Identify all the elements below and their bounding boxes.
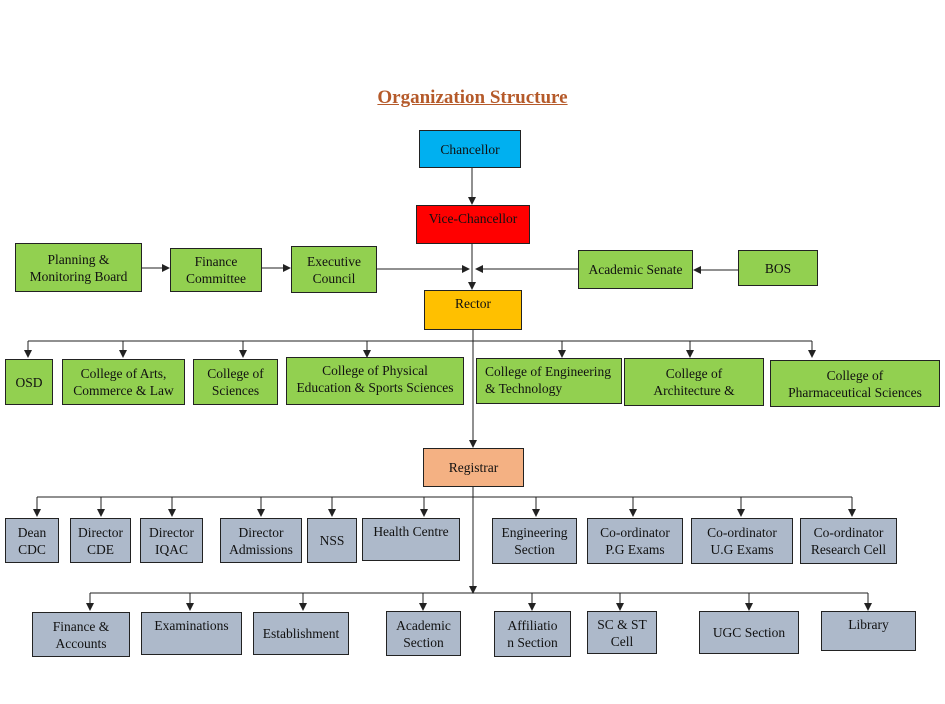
college-architecture-box: College of Architecture &: [624, 358, 764, 406]
coordinator-research-cell-box: Co-ordinator Research Cell: [800, 518, 897, 564]
engineering-section-box: Engineering Section: [492, 518, 577, 564]
vice-chancellor-box: Vice-Chancellor: [416, 205, 530, 244]
director-admissions-box: Director Admissions: [220, 518, 302, 563]
college-sciences-box: College of Sciences: [193, 359, 278, 405]
finance-committee-box: Finance Committee: [170, 248, 262, 292]
chancellor-box: Chancellor: [419, 130, 521, 168]
finance-accounts-box: Finance & Accounts: [32, 612, 130, 657]
college-engineering-box: College of Engineering & Technology: [476, 358, 622, 404]
rector-box: Rector: [424, 290, 522, 330]
osd-box: OSD: [5, 359, 53, 405]
chart-title: Organization Structure: [377, 87, 568, 108]
college-arts-box: College of Arts, Commerce & Law: [62, 359, 185, 405]
coordinator-pg-exams-box: Co-ordinator P.G Exams: [587, 518, 683, 564]
executive-council-box: Executive Council: [291, 246, 377, 293]
library-box: Library: [821, 611, 916, 651]
registrar-box: Registrar: [423, 448, 524, 487]
examinations-box: Examinations: [141, 612, 242, 655]
affiliation-section-box: Affiliatio n Section: [494, 611, 571, 657]
college-pharmaceutical-box: College of Pharmaceutical Sciences: [770, 360, 940, 407]
academic-section-box: Academic Section: [386, 611, 461, 656]
director-iqac-box: Director IQAC: [140, 518, 203, 563]
college-physical-education-box: College of Physical Education & Sports S…: [286, 357, 464, 405]
academic-senate-box: Academic Senate: [578, 250, 693, 289]
ugc-section-box: UGC Section: [699, 611, 799, 654]
health-centre-box: Health Centre: [362, 518, 460, 561]
nss-box: NSS: [307, 518, 357, 563]
planning-monitoring-board-box: Planning & Monitoring Board: [15, 243, 142, 292]
director-cde-box: Director CDE: [70, 518, 131, 563]
bos-box: BOS: [738, 250, 818, 286]
dean-cdc-box: Dean CDC: [5, 518, 59, 563]
establishment-box: Establishment: [253, 612, 349, 655]
coordinator-ug-exams-box: Co-ordinator U.G Exams: [691, 518, 793, 564]
sc-st-cell-box: SC & ST Cell: [587, 611, 657, 654]
